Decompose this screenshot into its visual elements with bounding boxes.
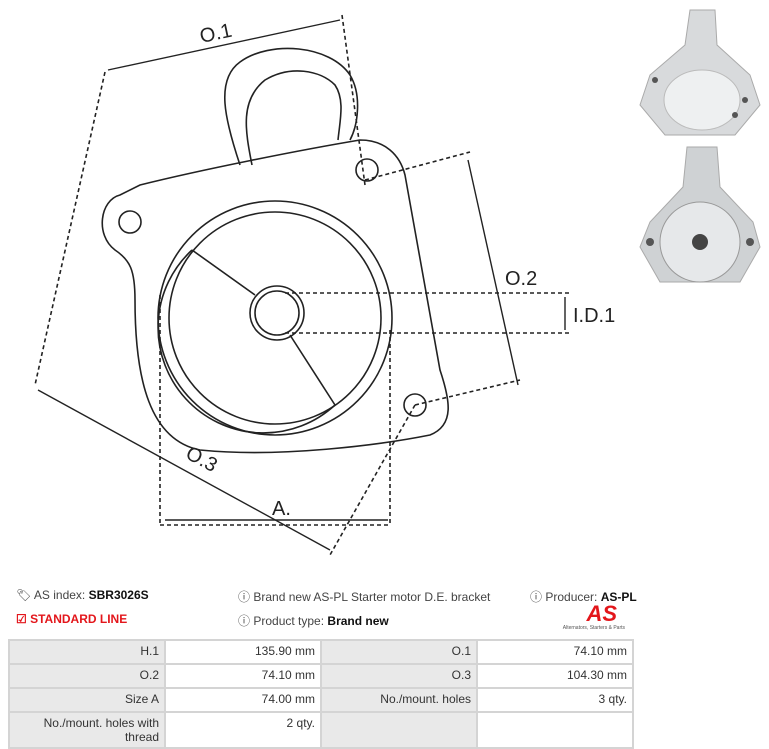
spec-label: Size A: [8, 687, 166, 713]
product-type: ⓘ Product type: Brand new: [238, 614, 389, 628]
spec-value: 3 qty.: [476, 687, 634, 713]
label-o2: O.2: [505, 268, 537, 290]
bracket-handle: [223, 47, 359, 166]
standard-line-badge: ☑ STANDARD LINE: [16, 612, 128, 626]
spec-value: [476, 711, 634, 749]
spec-label: O.1: [320, 639, 478, 665]
info-icon: ⓘ: [238, 614, 251, 628]
tag-icon: 🏷: [16, 588, 32, 602]
checkbox-icon: ☑: [16, 612, 27, 626]
spec-label: No./mount. holes: [320, 687, 478, 713]
technical-drawing: O.1 O.2 O.3 A. I.D.1: [34, 14, 615, 556]
label-a: A.: [272, 498, 291, 520]
spec-label: H.1: [8, 639, 166, 665]
spec-value: 74.00 mm: [164, 687, 322, 713]
info-icon: ⓘ: [530, 590, 543, 604]
spec-label: O.2: [8, 663, 166, 689]
label-id1: I.D.1: [573, 305, 615, 327]
spec-label: O.3: [320, 663, 478, 689]
spec-value: 104.30 mm: [476, 663, 634, 689]
spec-value: 2 qty.: [164, 711, 322, 749]
as-index: 🏷 AS index: SBR3026S: [16, 588, 149, 602]
producer: ⓘ Producer: AS-PL: [530, 590, 637, 604]
spec-value: 135.90 mm: [164, 639, 322, 665]
description: ⓘ Brand new AS-PL Starter motor D.E. bra…: [238, 590, 491, 604]
as-pl-logo: AS Alternators, Starters & Parts: [562, 601, 625, 631]
spec-value: 74.10 mm: [476, 639, 634, 665]
product-photo-front[interactable]: [635, 5, 765, 140]
spec-label: [320, 711, 478, 749]
spec-label: No./mount. holes with thread: [8, 711, 166, 749]
spec-value: 74.10 mm: [164, 663, 322, 689]
product-photo-back[interactable]: [635, 142, 765, 287]
bracket-handle-inner: [245, 70, 342, 166]
info-icon: ⓘ: [238, 590, 251, 604]
bracket-outline: [101, 139, 449, 454]
